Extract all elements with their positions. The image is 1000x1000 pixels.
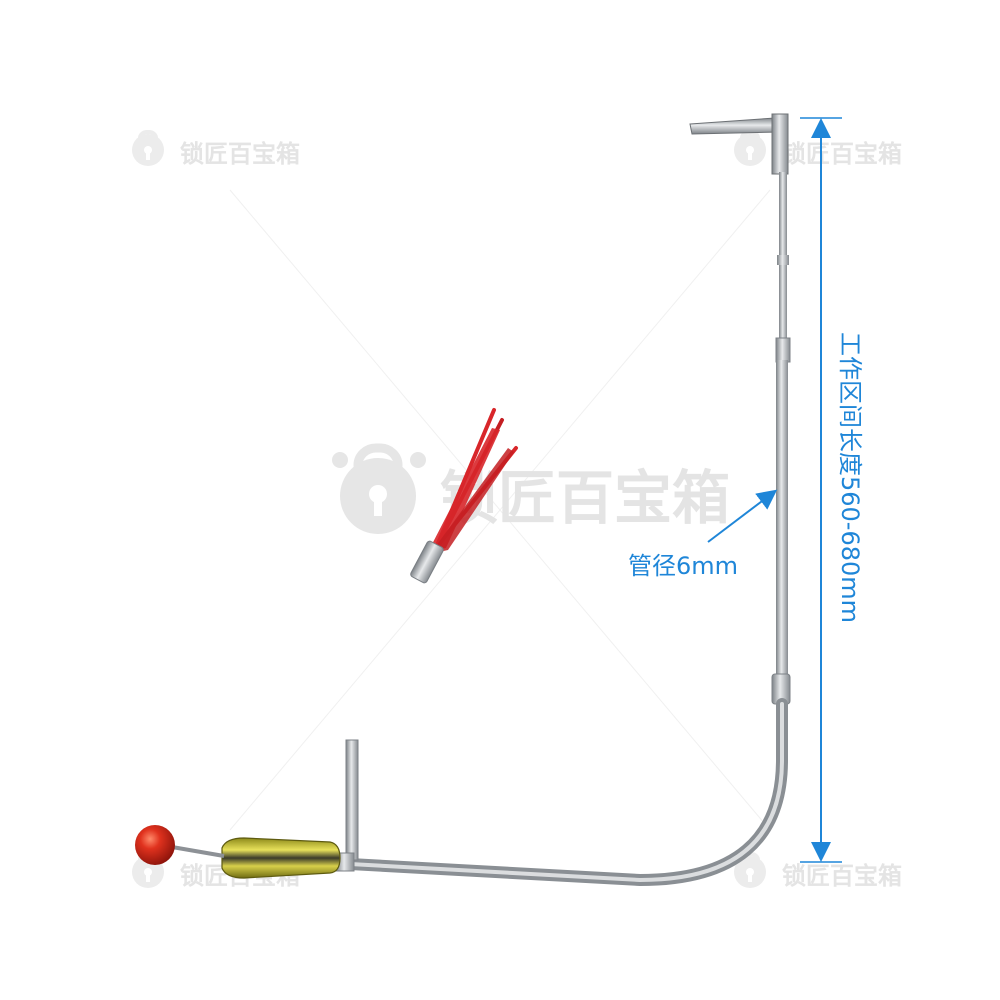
tool-red-ball (135, 825, 175, 865)
tool-rear-rod (171, 845, 225, 858)
watermark-text: 锁匠百宝箱 (180, 140, 300, 168)
watermark-bottom-right: 锁匠百宝箱 (734, 852, 902, 890)
tool-handle (221, 837, 341, 879)
tool-rod-joint (777, 255, 789, 265)
watermark-text: 锁匠百宝箱 (440, 464, 730, 532)
tweezer-ferrule (410, 540, 444, 584)
lock-mascot-icon (734, 130, 766, 166)
working-length-label: 工作区间长度560-680mm (836, 332, 864, 623)
long-reach-tool (135, 113, 791, 887)
watermark-lines (229, 189, 771, 831)
working-length-dimension: 工作区间长度560-680mm (800, 117, 864, 863)
watermark-top-right: 锁匠百宝箱 (734, 130, 902, 168)
tube-diameter-label: 管径6mm (628, 552, 738, 580)
watermark-text: 锁匠百宝箱 (782, 140, 902, 168)
tool-bend (344, 698, 788, 887)
lock-mascot-icon (332, 443, 426, 534)
tweezer-tool (410, 408, 518, 584)
watermark-text: 锁匠百宝箱 (782, 862, 902, 890)
tool-pin (345, 739, 359, 861)
tool-main-tube (776, 360, 788, 680)
lock-mascot-icon (132, 130, 164, 166)
tube-diameter-annotation: 管径6mm (628, 489, 778, 580)
tool-hook (689, 117, 781, 135)
watermark-top-left: 锁匠百宝箱 (132, 130, 300, 168)
watermark-center: 锁匠百宝箱 (332, 443, 730, 534)
diameter-arrow (707, 489, 778, 543)
tool-collar (775, 337, 791, 363)
tool-hook-block (771, 113, 789, 175)
